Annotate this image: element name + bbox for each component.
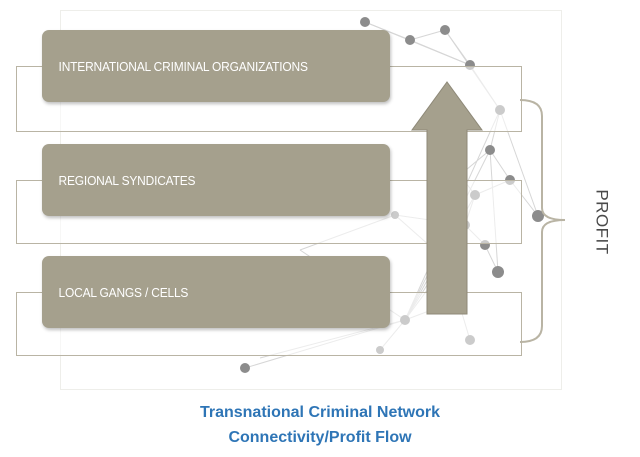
caption-line-2: Connectivity/Profit Flow (228, 429, 412, 446)
tier-box-local: LOCAL GANGS / CELLS (42, 256, 390, 328)
profit-up-arrow-icon (411, 81, 483, 315)
profit-bracket-icon (519, 99, 566, 343)
tier-box-regional: REGIONAL SYNDICATES (42, 144, 390, 216)
caption-line-1: Transnational Criminal Network (199, 404, 441, 421)
tier-label-regional: REGIONAL SYNDICATES (58, 172, 196, 188)
tier-label-local: LOCAL GANGS / CELLS (58, 284, 189, 300)
tier-box-international: INTERNATIONAL CRIMINAL ORGANIZATIONS (42, 30, 390, 102)
tier-label-international: INTERNATIONAL CRIMINAL ORGANIZATIONS (58, 58, 308, 74)
profit-label: PROFIT (593, 189, 612, 255)
